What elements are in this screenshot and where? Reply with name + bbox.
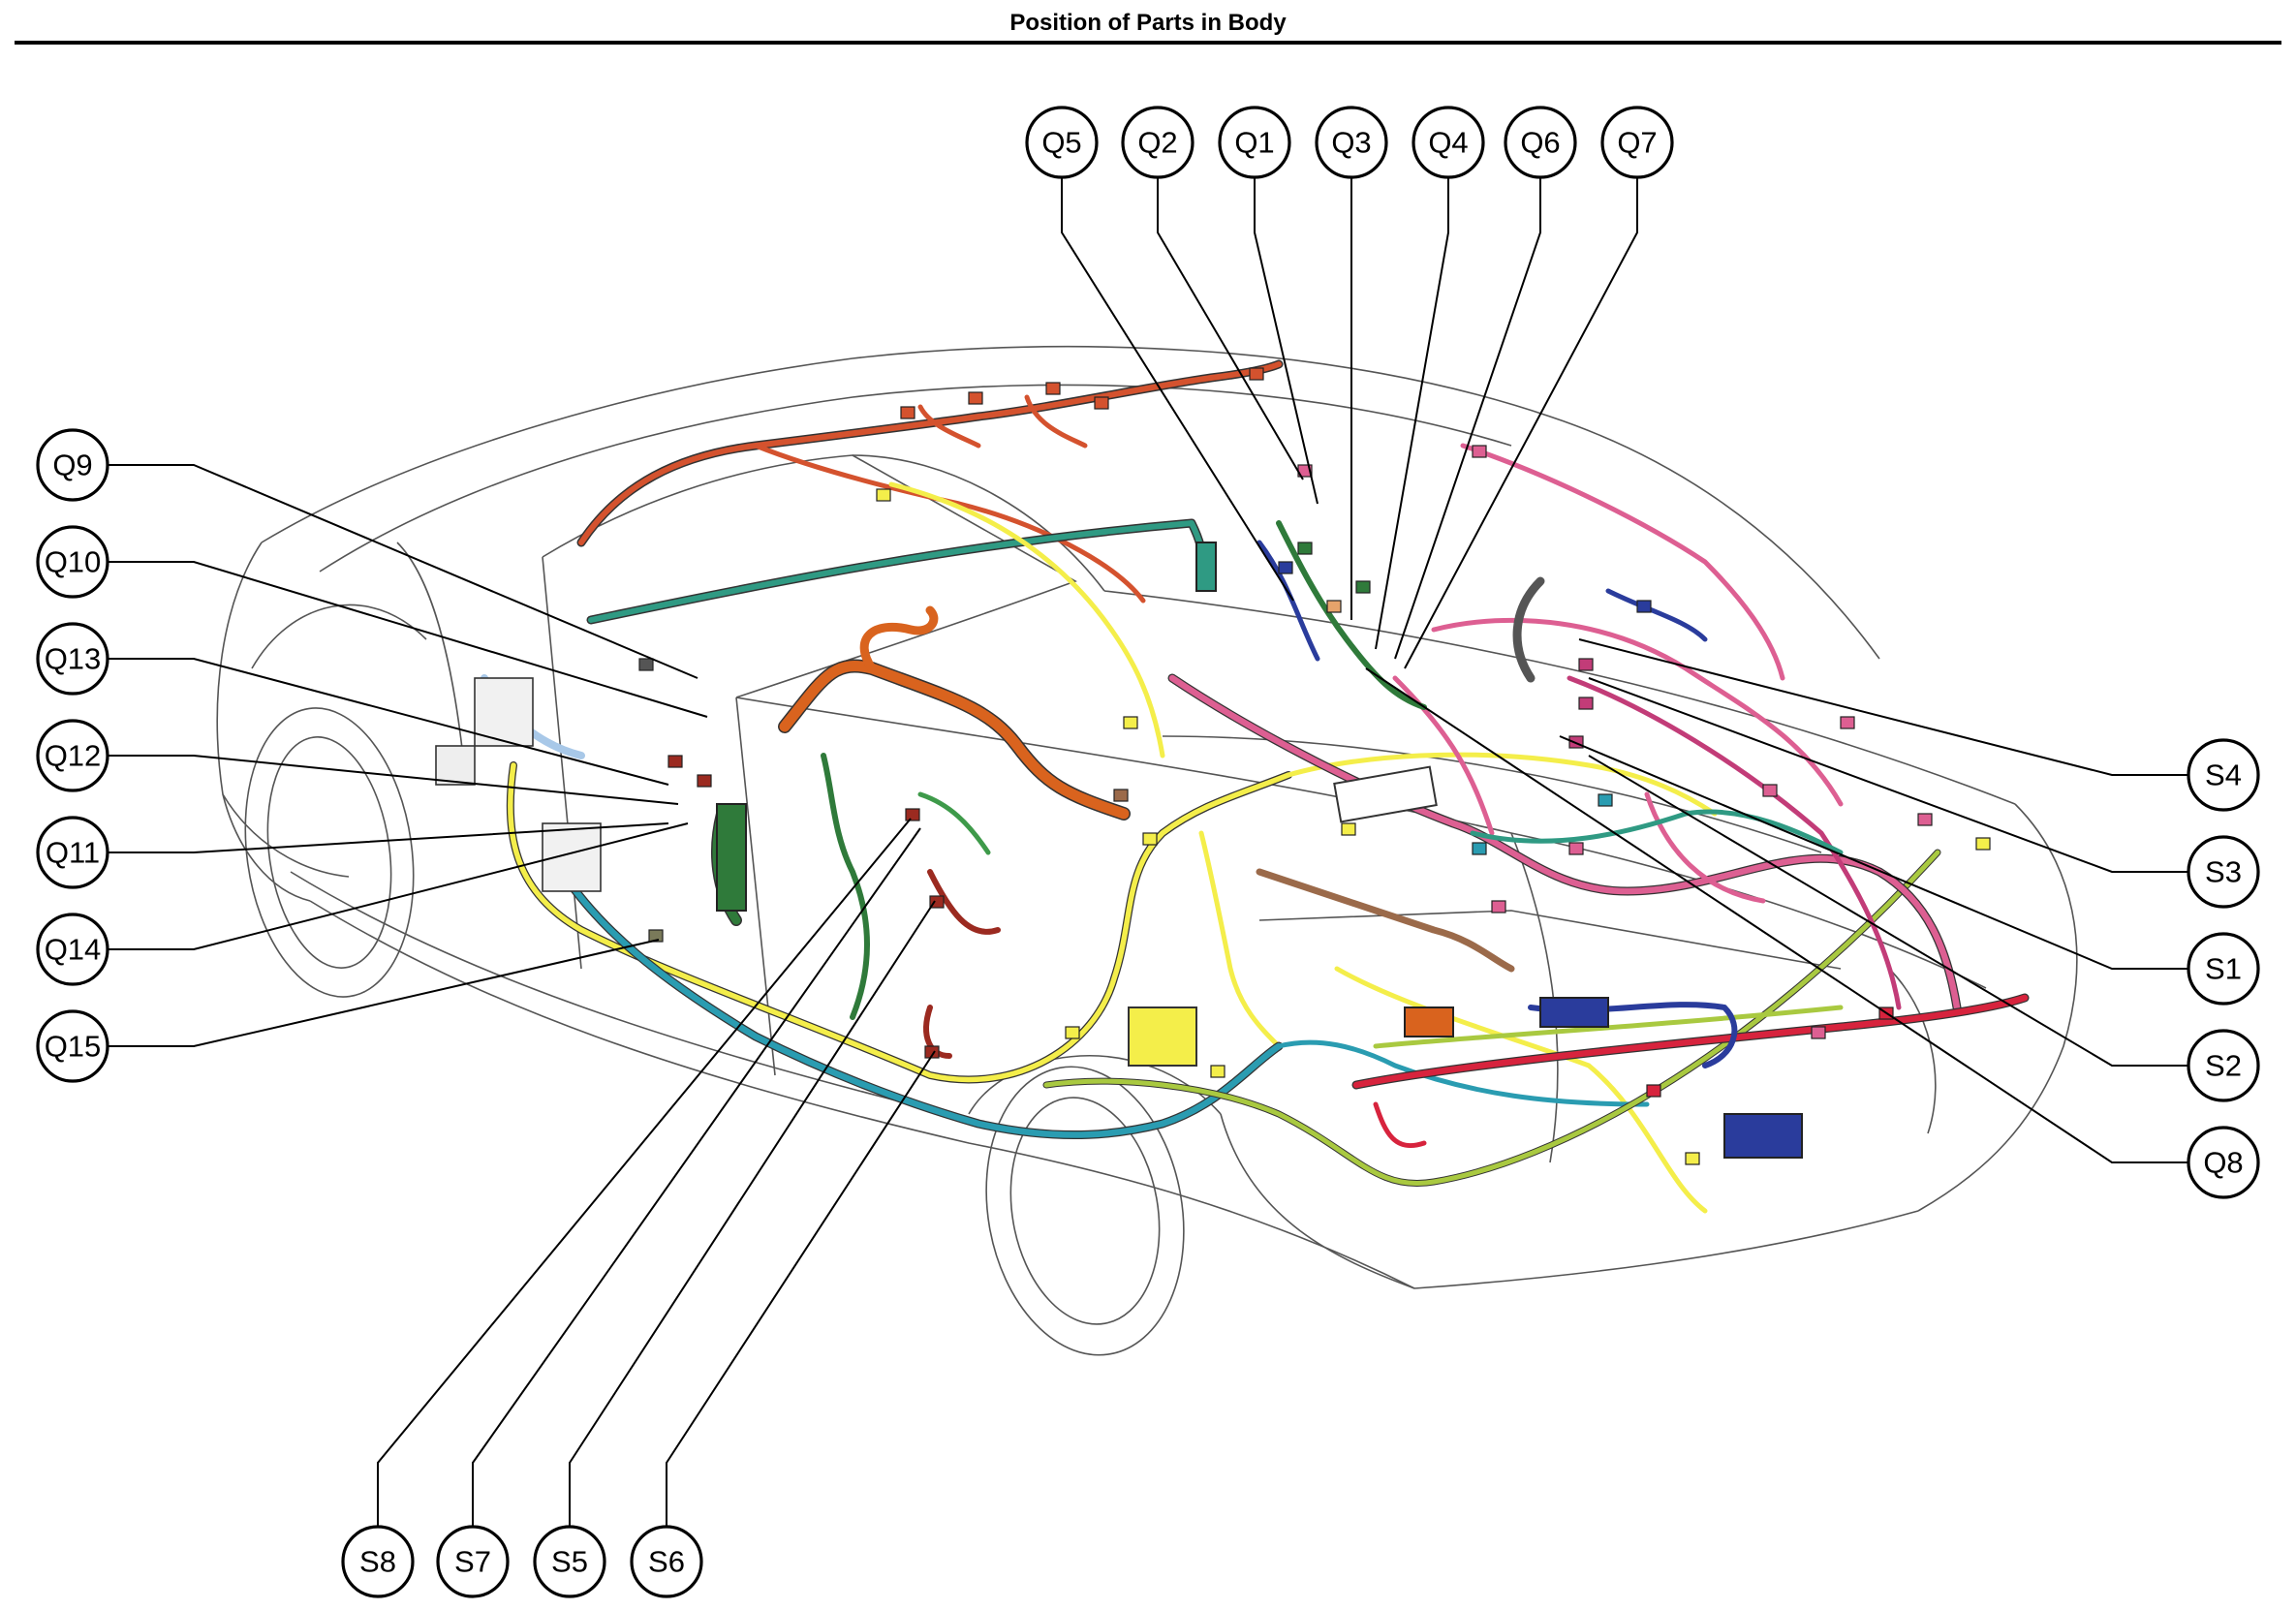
leader-q15 bbox=[73, 939, 660, 1047]
title-rule bbox=[15, 41, 2281, 45]
callout-q3: Q3 bbox=[1315, 106, 1388, 179]
svg-text:Q3: Q3 bbox=[1331, 126, 1371, 160]
callout-q9: Q9 bbox=[36, 428, 109, 502]
callout-s7: S7 bbox=[436, 1525, 510, 1598]
callout-q15: Q15 bbox=[36, 1009, 109, 1083]
page-title: Position of Parts in Body bbox=[1009, 10, 1287, 36]
callout-q7: Q7 bbox=[1600, 106, 1674, 179]
svg-text:Q5: Q5 bbox=[1041, 126, 1081, 160]
svg-text:S3: S3 bbox=[2205, 855, 2242, 889]
callout-q8: Q8 bbox=[2187, 1126, 2260, 1199]
svg-text:Q9: Q9 bbox=[52, 449, 92, 482]
callout-q6: Q6 bbox=[1504, 106, 1577, 179]
svg-text:Q7: Q7 bbox=[1617, 126, 1657, 160]
leader-s7 bbox=[472, 827, 921, 1562]
callout-s8: S8 bbox=[341, 1525, 415, 1598]
callout-s2: S2 bbox=[2187, 1029, 2260, 1102]
svg-text:Q14: Q14 bbox=[45, 933, 102, 967]
svg-text:S2: S2 bbox=[2205, 1049, 2242, 1083]
callout-q1: Q1 bbox=[1218, 106, 1291, 179]
svg-text:S4: S4 bbox=[2205, 759, 2242, 792]
svg-text:Q1: Q1 bbox=[1234, 126, 1274, 160]
svg-text:Q6: Q6 bbox=[1520, 126, 1560, 160]
leader-s8 bbox=[377, 818, 912, 1562]
leader-q6 bbox=[1394, 160, 1541, 660]
leader-q8 bbox=[1365, 667, 2223, 1163]
leader-s1 bbox=[1559, 735, 2223, 970]
callout-s5: S5 bbox=[533, 1525, 606, 1598]
callout-q5: Q5 bbox=[1025, 106, 1099, 179]
wire-harnesses bbox=[481, 359, 2030, 1214]
leader-q1 bbox=[1254, 160, 1319, 505]
svg-text:Q4: Q4 bbox=[1428, 126, 1468, 160]
leader-q10 bbox=[73, 561, 708, 718]
callout-s3: S3 bbox=[2187, 835, 2260, 909]
leader-lines bbox=[73, 160, 2223, 1562]
svg-text:S7: S7 bbox=[454, 1545, 491, 1579]
leader-q11 bbox=[73, 822, 669, 853]
callout-q12: Q12 bbox=[36, 719, 109, 792]
callout-q14: Q14 bbox=[36, 913, 109, 986]
leader-q14 bbox=[73, 822, 689, 950]
leader-q7 bbox=[1404, 160, 1638, 669]
svg-text:S8: S8 bbox=[359, 1545, 396, 1579]
svg-text:Q11: Q11 bbox=[46, 836, 100, 870]
callout-q4: Q4 bbox=[1412, 106, 1485, 179]
callout-q13: Q13 bbox=[36, 622, 109, 696]
svg-text:S1: S1 bbox=[2205, 952, 2242, 986]
svg-text:Q8: Q8 bbox=[2203, 1146, 2243, 1180]
callout-s4: S4 bbox=[2187, 738, 2260, 812]
callout-q10: Q10 bbox=[36, 525, 109, 599]
leader-q13 bbox=[73, 658, 669, 786]
callout-s6: S6 bbox=[630, 1525, 703, 1598]
svg-text:Q10: Q10 bbox=[45, 545, 102, 579]
leader-q9 bbox=[73, 464, 698, 679]
leader-q2 bbox=[1157, 160, 1304, 480]
leader-q4 bbox=[1375, 160, 1449, 650]
leader-q12 bbox=[73, 755, 679, 805]
svg-text:Q2: Q2 bbox=[1137, 126, 1177, 160]
leader-q5 bbox=[1061, 160, 1294, 602]
callout-q11: Q11 bbox=[36, 816, 109, 889]
svg-text:Q12: Q12 bbox=[45, 739, 102, 773]
components bbox=[435, 367, 1991, 1165]
svg-text:S6: S6 bbox=[648, 1545, 685, 1579]
leader-s3 bbox=[1588, 677, 2223, 873]
leader-s2 bbox=[1588, 755, 2223, 1067]
svg-text:Q15: Q15 bbox=[45, 1030, 102, 1064]
callout-q2: Q2 bbox=[1121, 106, 1195, 179]
leader-s4 bbox=[1578, 638, 2223, 776]
svg-text:S5: S5 bbox=[551, 1545, 588, 1579]
callout-s1: S1 bbox=[2187, 932, 2260, 1006]
callouts: Q5 Q2 Q1 Q3 Q4 Q6 Q7 Q9 Q10 Q13 Q12 Q11 … bbox=[36, 106, 2260, 1598]
leader-s6 bbox=[666, 1050, 936, 1562]
svg-text:Q13: Q13 bbox=[45, 642, 102, 676]
